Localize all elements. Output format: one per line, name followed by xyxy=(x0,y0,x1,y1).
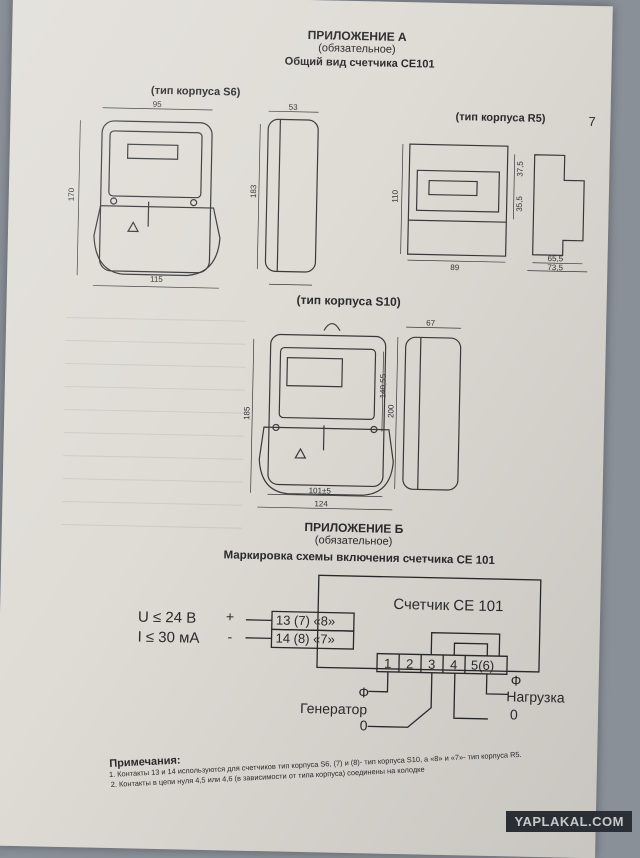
s6-dim-width: 95 xyxy=(153,100,162,109)
appendix-b-subtitle: (обязательное) xyxy=(315,534,393,548)
s6-dim-height-left: 170 xyxy=(67,188,76,202)
s10-dim-height-right: 200 xyxy=(386,405,395,419)
case-s6-label: (тип корпуса S6) xyxy=(151,85,241,99)
watermark-logo: YAPLAKAL.COM xyxy=(506,811,632,832)
voltage-limit: U ≤ 24 В xyxy=(138,609,197,627)
terminal-5-6: 5(6) xyxy=(471,658,494,673)
r5-dim-small-1: 37,5 xyxy=(516,161,525,177)
case-s10-label: (тип корпуса S10) xyxy=(296,293,400,309)
load-label: Нагрузка xyxy=(506,688,565,705)
zero-left-label: 0 xyxy=(360,717,368,733)
phase-right-label: Ф xyxy=(511,672,522,688)
terminal-14: 14 (8) «7» xyxy=(275,630,335,646)
s6-dim-depth: 53 xyxy=(289,103,298,112)
r5-dim-depth-1: 65,5 xyxy=(547,254,563,263)
page-number: 7 xyxy=(588,114,596,129)
s6-dim-height-right: 183 xyxy=(249,185,258,199)
s10-dim-mount: 101±5 xyxy=(309,486,331,495)
phase-left-label: Ф xyxy=(358,684,369,700)
generator-label: Генератор xyxy=(300,700,367,717)
s10-dim-depth: 67 xyxy=(426,319,435,328)
terminal-3: 3 xyxy=(428,657,436,672)
terminal-2: 2 xyxy=(406,656,414,671)
r5-dim-height: 110 xyxy=(391,190,400,203)
r5-dim-depth-2: 73,5 xyxy=(547,263,563,272)
r5-dim-small-2: 35,5 xyxy=(515,196,524,212)
s10-dim-height-left: 185 xyxy=(242,407,251,421)
terminal-1: 1 xyxy=(384,656,392,671)
meter-name: Счетчик СЕ 101 xyxy=(393,596,503,615)
plus-sign: + xyxy=(226,608,235,624)
s10-dim-bottom: 124 xyxy=(314,499,328,508)
zero-right-label: 0 xyxy=(510,706,518,722)
meter-drawings xyxy=(0,0,613,858)
terminal-13: 13 (7) «8» xyxy=(276,612,336,628)
s6-dim-bottom: 115 xyxy=(150,275,163,284)
minus-sign: - xyxy=(227,628,232,644)
case-r5-label: (тип корпуса R5) xyxy=(455,111,545,125)
r5-dim-width: 89 xyxy=(450,263,459,272)
document-page: ПРИЛОЖЕНИЕ А (обязательное) Общий вид сч… xyxy=(0,0,613,858)
terminal-4: 4 xyxy=(450,657,458,672)
current-limit: I ≤ 30 мА xyxy=(137,629,199,647)
s10-dim-height-mid: 140,55 xyxy=(378,374,388,399)
